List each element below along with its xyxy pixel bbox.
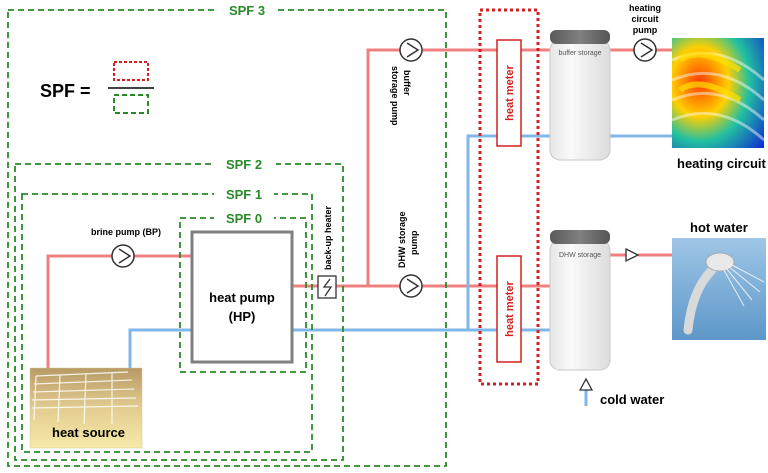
heat-source-label: heat source bbox=[52, 425, 125, 440]
heat-source-image bbox=[29, 367, 143, 449]
heating-circuit-pump: heating circuit pump bbox=[629, 3, 661, 62]
hot-water-label: hot water bbox=[690, 220, 748, 235]
buffer-pump-label-2: storage pump bbox=[390, 66, 400, 126]
dhw-storage-tank: DHW storage bbox=[549, 230, 611, 371]
heating-circuit-label: heating circuit bbox=[677, 156, 767, 171]
brine-pump: brine pump (BP) bbox=[91, 227, 161, 268]
spf2-boundary bbox=[14, 163, 344, 461]
circle-triangle-pump-icon bbox=[399, 274, 423, 298]
heat-meter-top-label: heat meter bbox=[504, 64, 516, 120]
spf-formula: SPF = bbox=[40, 61, 154, 114]
buffer-storage-tank: buffer storage bbox=[549, 30, 611, 161]
formula-numerator-box bbox=[113, 61, 149, 81]
heat-meter-bottom: heat meter bbox=[496, 255, 522, 363]
spf-boundaries bbox=[7, 9, 447, 467]
formula-denominator-box bbox=[113, 94, 149, 114]
spf2-label: SPF 2 bbox=[226, 157, 262, 172]
triangle-valve-icon bbox=[625, 247, 640, 263]
backup-heater: back-up heater bbox=[317, 205, 337, 299]
circle-triangle-pump-icon bbox=[399, 38, 423, 62]
spf1-boundary bbox=[21, 193, 313, 453]
brine-pump-label: brine pump (BP) bbox=[91, 227, 161, 237]
heat-pump-block: heat pump (HP) bbox=[190, 230, 294, 364]
dhw-pump-label-2: pump bbox=[409, 230, 419, 255]
circle-triangle-pump-icon bbox=[633, 38, 657, 62]
heat-pump-label: heat pump bbox=[209, 290, 275, 305]
heating-pump-label-3: pump bbox=[633, 25, 658, 35]
dhw-pump-label-1: DHW storage bbox=[397, 211, 407, 268]
supply-pipes bbox=[46, 48, 672, 368]
dhw-storage-pump: DHW storage pump bbox=[397, 211, 423, 298]
cold-water-label: cold water bbox=[600, 392, 664, 407]
spf-formula-label: SPF = bbox=[40, 81, 91, 101]
heating-pump-label-1: heating bbox=[629, 3, 661, 13]
heating-circuit-image bbox=[671, 38, 766, 148]
dhw-storage-label: DHW storage bbox=[559, 252, 601, 259]
spf3-label: SPF 3 bbox=[229, 3, 265, 18]
backup-heater-label: back-up heater bbox=[323, 205, 333, 270]
heat-pump-abbrev: (HP) bbox=[229, 309, 256, 324]
spf3-boundary bbox=[7, 9, 447, 467]
cold-water-valve-icon bbox=[578, 377, 594, 391]
heat-meter-bottom-label: heat meter bbox=[504, 280, 516, 336]
hot-water-image bbox=[672, 238, 766, 340]
circle-triangle-pump-icon bbox=[111, 244, 135, 268]
lightning-heater-icon bbox=[322, 278, 333, 297]
buffer-pump-label-1: buffer bbox=[402, 70, 412, 96]
spf1-label: SPF 1 bbox=[226, 187, 262, 202]
heating-pump-label-2: circuit bbox=[631, 14, 658, 24]
buffer-storage-pump: buffer storage pump bbox=[390, 38, 423, 126]
buffer-storage-label: buffer storage bbox=[558, 50, 601, 57]
heat-meter-top: heat meter bbox=[496, 39, 522, 147]
shower-head-icon bbox=[683, 265, 717, 335]
spf0-label: SPF 0 bbox=[226, 211, 262, 226]
